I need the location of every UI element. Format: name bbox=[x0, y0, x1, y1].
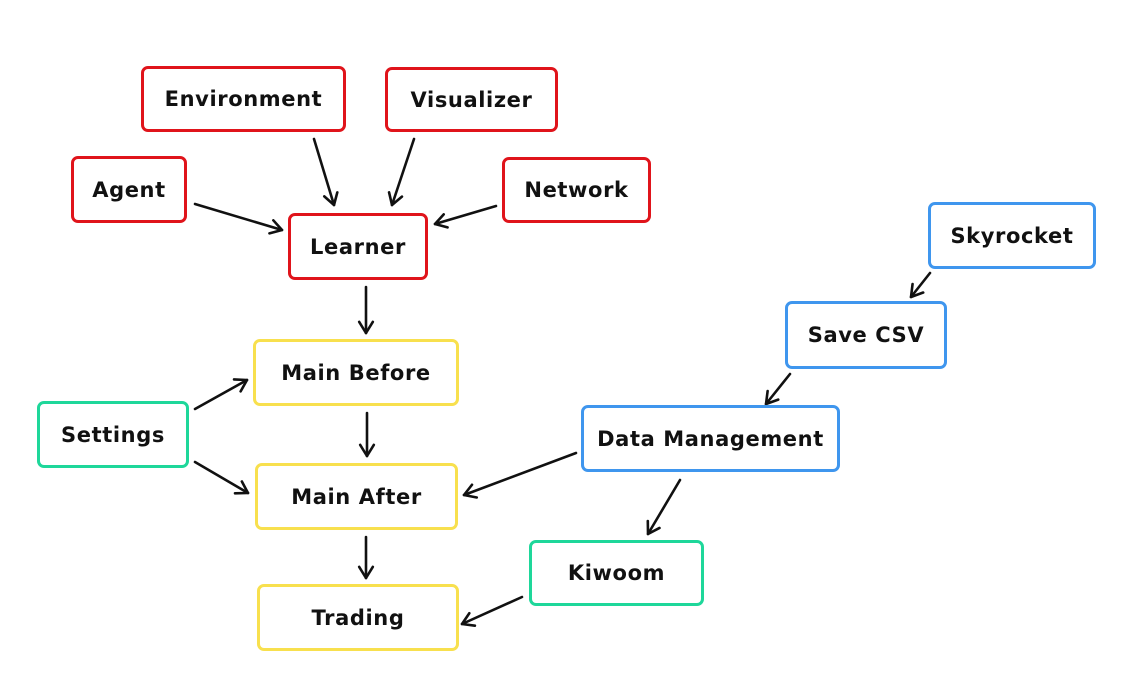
arrow-learner-to-main-before bbox=[357, 285, 375, 335]
network-node: Network bbox=[502, 157, 651, 223]
arrow-agent-to-learner bbox=[193, 202, 284, 235]
data-management-label: Data Management bbox=[597, 426, 824, 451]
arrow-settings-to-main-before bbox=[193, 378, 249, 411]
arrow-data-management-to-kiwoom bbox=[646, 478, 682, 536]
main-before-node: Main Before bbox=[253, 339, 459, 406]
data-management-node: Data Management bbox=[581, 405, 840, 472]
save-csv-node: Save CSV bbox=[785, 301, 947, 369]
arrow-main-after-to-trading bbox=[357, 535, 375, 580]
arrow-main-before-to-main-after bbox=[358, 411, 376, 458]
environment-label: Environment bbox=[164, 87, 323, 111]
arrow-save-csv-to-data-management bbox=[764, 372, 792, 406]
kiwoom-label: Kiwoom bbox=[567, 561, 666, 585]
kiwoom-node: Kiwoom bbox=[529, 540, 704, 606]
network-label: Network bbox=[524, 178, 629, 202]
arrow-kiwoom-to-trading bbox=[460, 595, 524, 627]
arrow-network-to-learner bbox=[433, 204, 498, 229]
environment-node: Environment bbox=[141, 66, 346, 132]
agent-label: Agent bbox=[92, 177, 166, 202]
visualizer-node: Visualizer bbox=[385, 67, 558, 132]
arrow-settings-to-main-after bbox=[193, 460, 250, 495]
trading-label: Trading bbox=[311, 605, 405, 630]
main-after-node: Main After bbox=[255, 463, 458, 530]
learner-node: Learner bbox=[288, 213, 428, 280]
skyrocket-label: Skyrocket bbox=[950, 223, 1074, 248]
visualizer-label: Visualizer bbox=[410, 87, 533, 112]
arrow-data-management-to-main-after bbox=[462, 451, 578, 499]
settings-label: Settings bbox=[61, 422, 165, 447]
main-after-label: Main After bbox=[291, 484, 422, 509]
main-before-label: Main Before bbox=[281, 360, 431, 385]
agent-node: Agent bbox=[71, 156, 187, 223]
settings-node: Settings bbox=[37, 401, 189, 468]
learner-label: Learner bbox=[310, 234, 406, 259]
arrow-visualizer-to-learner bbox=[387, 137, 416, 207]
arrow-environment-to-learner bbox=[312, 137, 339, 207]
save-csv-label: Save CSV bbox=[807, 323, 925, 347]
skyrocket-node: Skyrocket bbox=[928, 202, 1096, 269]
trading-node: Trading bbox=[257, 584, 459, 651]
arrow-skyrocket-to-save-csv bbox=[909, 271, 932, 299]
